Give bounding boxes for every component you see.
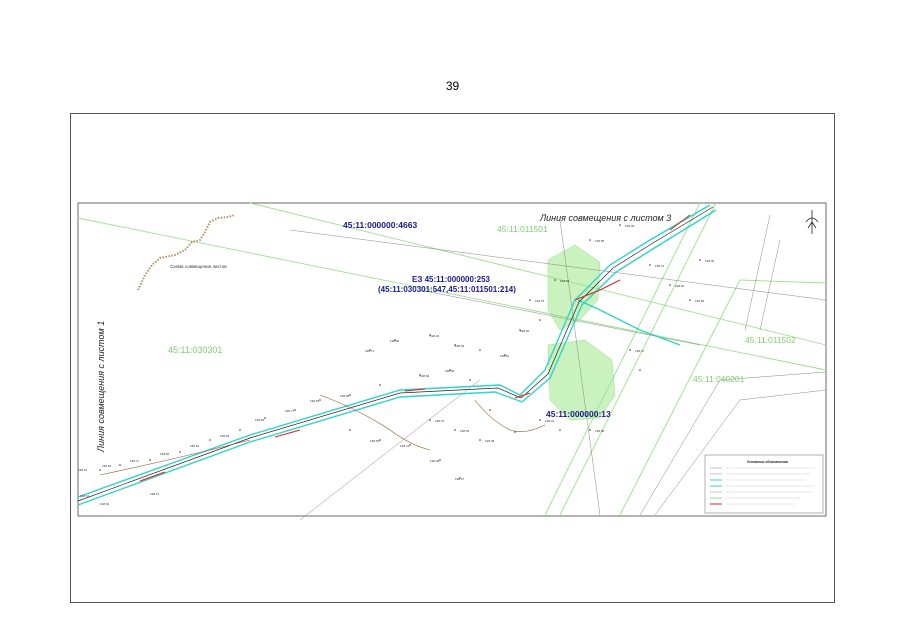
page-number: 39 — [445, 79, 460, 93]
label-match-line-3: Линия совмещения с листом 3 — [539, 213, 671, 223]
grass-area-north — [547, 244, 601, 331]
red-segments — [139, 214, 691, 482]
svg-text:198.66: 198.66 — [100, 502, 110, 506]
label-cadastre-011501: 45:11:011501 — [497, 224, 548, 234]
svg-text:198.60: 198.60 — [390, 339, 400, 343]
map-area-border — [77, 202, 827, 517]
svg-text:198.55: 198.55 — [595, 239, 605, 243]
svg-text:198.61: 198.61 — [80, 494, 90, 498]
label-cadastre-13: 45:11:000000:13 — [546, 409, 611, 419]
svg-text:198.54: 198.54 — [102, 464, 112, 468]
svg-text:198.49: 198.49 — [625, 224, 635, 228]
svg-text:198.41: 198.41 — [78, 468, 88, 472]
route-lines — [77, 204, 717, 506]
svg-text:198.66: 198.66 — [310, 399, 320, 403]
survey-points — [99, 224, 701, 479]
svg-text:198.72: 198.72 — [655, 264, 665, 268]
svg-text:198.62: 198.62 — [560, 279, 570, 283]
svg-text:198.50: 198.50 — [160, 452, 170, 456]
legend-box: Условные обозначения — [704, 454, 824, 514]
label-cadastre-040201: 45:11:040201 — [693, 374, 745, 384]
svg-text:198.43: 198.43 — [430, 334, 440, 338]
design-route — [77, 206, 714, 502]
svg-text:198.77: 198.77 — [285, 409, 295, 413]
svg-text:198.65: 198.65 — [460, 429, 470, 433]
svg-text:198.51: 198.51 — [500, 354, 510, 358]
svg-text:198.73: 198.73 — [150, 492, 160, 496]
svg-text:198.71: 198.71 — [365, 349, 375, 353]
svg-text:198.58: 198.58 — [595, 429, 605, 433]
svg-text:198.82: 198.82 — [220, 434, 230, 438]
svg-text:198.75: 198.75 — [535, 299, 545, 303]
svg-text:198.58: 198.58 — [340, 394, 350, 398]
svg-text:198.82: 198.82 — [420, 374, 430, 378]
svg-text:198.37: 198.37 — [635, 349, 645, 353]
label-e3-line1: ЕЗ 45:11:000000:253 — [412, 275, 491, 284]
svg-text:198.70: 198.70 — [435, 419, 445, 423]
label-cadastre-011502: 45:11:011502 — [745, 335, 796, 345]
svg-text:198.39: 198.39 — [455, 344, 465, 348]
contours — [99, 394, 546, 476]
zone-lines — [77, 202, 827, 516]
svg-text:198.48: 198.48 — [485, 439, 495, 443]
svg-text:198.71: 198.71 — [130, 459, 140, 463]
svg-text:198.27: 198.27 — [455, 477, 465, 481]
elevation-labels: 198.41 198.54 198.71 198.50 198.64 198.82 19… — [78, 224, 715, 506]
map-frame — [70, 113, 835, 603]
svg-text:198.36: 198.36 — [430, 459, 440, 463]
label-e3-line2: (45:11:030301:547,45:11:011501:214) — [378, 285, 516, 294]
label-scheme: Схема совмещения листов — [170, 264, 227, 269]
svg-text:198.95: 198.95 — [255, 418, 265, 422]
svg-text:198.90: 198.90 — [695, 299, 705, 303]
svg-text:198.44: 198.44 — [545, 419, 555, 423]
label-match-line-1: Линия совмещения с листом 1 — [96, 321, 106, 453]
north-arrow-icon — [805, 210, 819, 234]
svg-text:198.41: 198.41 — [400, 444, 410, 448]
svg-text:198.64: 198.64 — [190, 444, 200, 448]
parcel-lines — [289, 214, 827, 521]
svg-text:198.95: 198.95 — [445, 369, 455, 373]
svg-text:198.66: 198.66 — [520, 329, 530, 333]
svg-text:198.53: 198.53 — [370, 439, 380, 443]
label-cadastre-4663: 45:11:000000:4663 — [343, 220, 417, 230]
svg-text:198.81: 198.81 — [675, 284, 685, 288]
svg-text:198.46: 198.46 — [705, 259, 715, 263]
legend-title: Условные обозначения — [747, 460, 788, 464]
label-cadastre-030301: 45:11:030301 — [168, 345, 222, 355]
scheme-diagram — [137, 214, 236, 291]
